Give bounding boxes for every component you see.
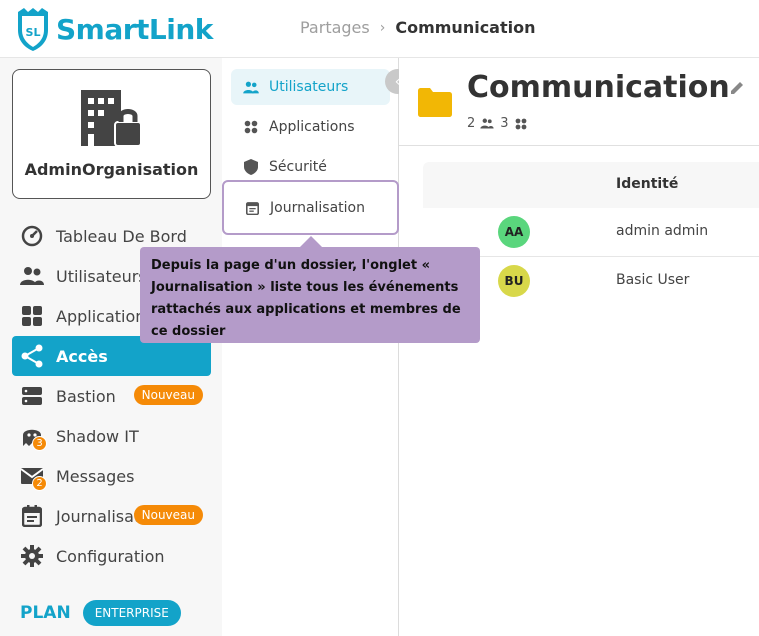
app-logo[interactable]: SL SmartLink: [14, 6, 213, 52]
plan-indicator: PLAN ENTERPRISE: [20, 600, 181, 626]
ghost-icon: 3: [20, 424, 47, 451]
breadcrumb-separator: ›: [379, 19, 386, 36]
tab-applications[interactable]: Applications: [231, 109, 390, 145]
nav-item-shadow-it[interactable]: 3 Shadow IT: [12, 416, 211, 456]
mail-icon: 2: [20, 464, 47, 491]
new-badge: Nouveau: [133, 505, 203, 525]
building-lock-icon: [81, 90, 142, 147]
tab-security[interactable]: Sécurité: [231, 149, 390, 185]
users-icon: [243, 79, 259, 95]
nav-item-label: Bastion: [56, 386, 116, 406]
nav-item-label: Messages: [56, 466, 135, 486]
svg-text:SL: SL: [26, 26, 41, 39]
folder-main: Communication 2 3 Identité AA admin admi…: [399, 58, 759, 636]
nav-item-label: Accès: [56, 346, 108, 366]
avatar: BU: [498, 265, 530, 297]
nav-item-label: Shadow IT: [56, 426, 139, 446]
plan-tier-badge[interactable]: ENTERPRISE: [82, 600, 181, 626]
nav-item-label: Utilisateurs: [56, 266, 147, 286]
user-name: admin admin: [616, 223, 709, 239]
nav-item-configuration[interactable]: Configuration: [12, 536, 211, 576]
table-row[interactable]: BU Basic User: [423, 257, 759, 306]
tab-logs[interactable]: Journalisation: [222, 180, 399, 235]
tab-label: Journalisation: [270, 199, 365, 216]
column-header-identity[interactable]: Identité: [616, 176, 679, 192]
page-title: Communication: [467, 70, 730, 105]
nav-item-messages[interactable]: 2 Messages: [12, 456, 211, 496]
apps-count: 3: [500, 116, 509, 131]
shield-icon: [243, 159, 259, 175]
divider: [399, 145, 759, 146]
apps-icon: [20, 304, 44, 328]
breadcrumb-parent[interactable]: Partages: [300, 18, 370, 37]
nav-item-logs[interactable]: Journalisation Nouveau: [12, 496, 211, 536]
nav-item-users[interactable]: Utilisateurs: [12, 256, 211, 296]
nav-item-applications[interactable]: Applications: [12, 296, 211, 336]
new-badge: Nouveau: [133, 385, 203, 405]
organization-name: AdminOrganisation: [24, 160, 199, 179]
onboarding-tooltip: Depuis la page d'un dossier, l'onglet « …: [140, 247, 480, 343]
app-header: SL SmartLink Partages › Communication: [0, 0, 759, 58]
apps-icon: [514, 117, 528, 131]
tooltip-arrow: [300, 236, 322, 247]
dashboard-icon: [20, 224, 44, 248]
breadcrumb-current: Communication: [395, 18, 536, 37]
calendar-icon: [20, 504, 44, 528]
main-nav: Tableau De Bord Utilisateurs Application…: [12, 216, 211, 576]
breadcrumb: Partages › Communication: [300, 18, 535, 37]
nav-item-label: Tableau De Bord: [56, 226, 187, 246]
organization-card[interactable]: AdminOrganisation: [12, 69, 211, 199]
nav-item-label: Configuration: [56, 546, 165, 566]
gear-icon: [20, 544, 44, 568]
app-name: SmartLink: [56, 12, 213, 46]
folder-stats: 2 3: [467, 116, 534, 131]
count-badge: 3: [32, 436, 47, 451]
users-count: 2: [467, 116, 476, 131]
count-badge: 2: [32, 476, 47, 491]
table-row[interactable]: AA admin admin: [423, 208, 759, 257]
table-header: Identité: [423, 162, 759, 208]
sidebar: AdminOrganisation Tableau De Bord Utilis…: [0, 58, 222, 636]
user-name: Basic User: [616, 272, 690, 288]
folder-icon: [418, 88, 452, 117]
pencil-icon[interactable]: [729, 80, 745, 96]
calendar-icon: [244, 200, 260, 216]
nav-item-dashboard[interactable]: Tableau De Bord: [12, 216, 211, 256]
server-icon: [20, 384, 44, 408]
users-icon: [20, 264, 44, 288]
tab-label: Utilisateurs: [269, 79, 349, 95]
avatar: AA: [498, 216, 530, 248]
shield-logo-icon: SL: [18, 8, 48, 51]
tab-label: Sécurité: [269, 159, 327, 175]
nav-item-label: Applications: [56, 306, 154, 326]
share-icon: [20, 344, 44, 368]
users-icon: [480, 117, 494, 131]
chevron-left-icon: ‹: [394, 73, 401, 90]
folder-subnav: Utilisateurs Applications Sécurité Journ…: [222, 58, 399, 636]
plan-label: PLAN: [20, 603, 71, 623]
tab-label: Applications: [269, 119, 355, 135]
apps-icon: [243, 119, 259, 135]
nav-item-bastion[interactable]: Bastion Nouveau: [12, 376, 211, 416]
tab-users[interactable]: Utilisateurs: [231, 69, 390, 105]
